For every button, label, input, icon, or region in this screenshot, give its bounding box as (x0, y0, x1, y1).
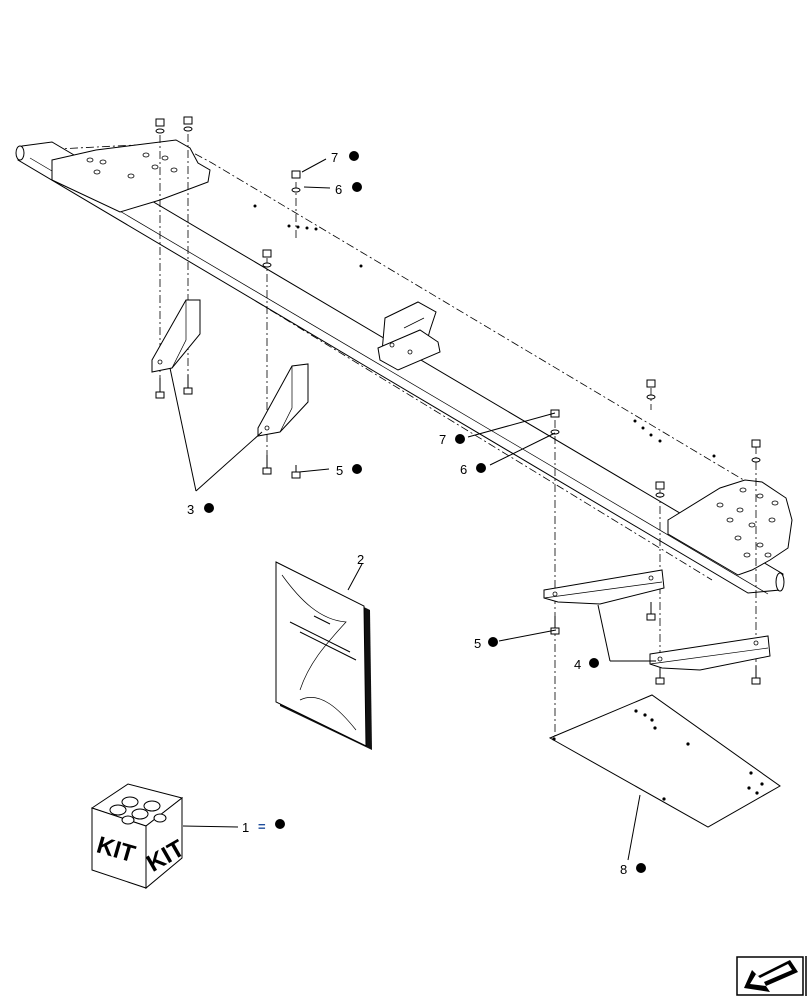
callout-5-right: 5 (474, 636, 498, 651)
instruction-manual-2 (275, 561, 372, 750)
callout-5-left: 5 (336, 463, 362, 478)
frame-holes (253, 204, 716, 458)
callout-7-top: 7 (331, 150, 359, 165)
callout-8-number: 8 (620, 862, 627, 877)
leader-lines (169, 158, 656, 861)
bullet-icon (476, 463, 486, 473)
callout-3-number: 3 (187, 502, 194, 517)
callout-7-top-number: 7 (331, 150, 338, 165)
bullet-icon (589, 658, 599, 668)
bullet-icon (488, 637, 498, 647)
left-plate-holes (86, 152, 178, 179)
callout-2: 2 (357, 552, 364, 567)
bracket-4-pair (543, 569, 771, 671)
callouts: 1 = 2 3 4 5 5 6 6 (187, 150, 646, 877)
callout-1-equals: = (258, 819, 266, 834)
fasteners (155, 116, 761, 685)
callout-4: 4 (574, 657, 599, 672)
cover-plate-8 (548, 694, 781, 828)
bullet-icon (349, 151, 359, 161)
right-plate-holes (716, 487, 779, 558)
callout-1: 1 = (242, 819, 285, 835)
manual-title-lines (289, 615, 357, 661)
callout-1-number: 1 (242, 820, 249, 835)
bullet-icon (204, 503, 214, 513)
callout-4-number: 4 (574, 657, 581, 672)
callout-6-top: 6 (335, 182, 362, 197)
callout-7-right-number: 7 (439, 432, 446, 447)
bullet-icon (352, 464, 362, 474)
callout-5-left-number: 5 (336, 463, 343, 478)
bullet-icon (275, 819, 285, 829)
bullet-icon (352, 182, 362, 192)
kit-box-1: KIT KIT (90, 783, 189, 890)
callout-7-right: 7 (439, 432, 465, 447)
callout-6-right-number: 6 (460, 462, 467, 477)
return-arrow-icon[interactable] (736, 956, 807, 996)
callout-2-number: 2 (357, 552, 364, 567)
plate-8-holes (552, 709, 764, 801)
frame-assembly (15, 139, 793, 595)
callout-6-right: 6 (460, 462, 486, 477)
callout-8: 8 (620, 862, 646, 877)
callout-5-right-number: 5 (474, 636, 481, 651)
bullet-icon (455, 434, 465, 444)
bullet-icon (636, 863, 646, 873)
callout-6-top-number: 6 (335, 182, 342, 197)
bracket-3-pair (151, 299, 309, 437)
callout-3: 3 (187, 502, 214, 517)
kit-box-fittings (109, 796, 167, 825)
